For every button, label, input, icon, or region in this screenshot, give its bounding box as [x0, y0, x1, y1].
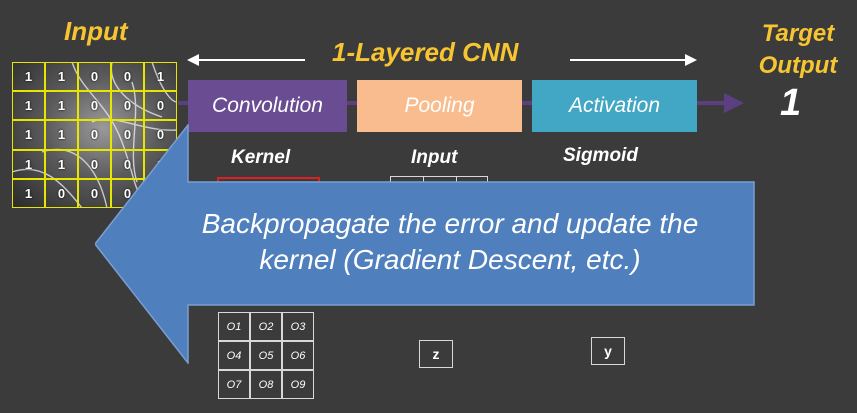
convolution-label: Convolution — [212, 94, 323, 117]
input-pixel-cell: 0 — [144, 120, 177, 150]
input-pixel-cell: 0 — [111, 62, 144, 92]
target-output-label: Target Output — [742, 18, 854, 82]
output-cell: O9 — [282, 370, 314, 399]
input-pixel-cell: 0 — [144, 91, 177, 121]
y-value-box: y — [591, 337, 625, 365]
output-cell: O2 — [250, 312, 282, 341]
input-pixel-cell: 0 — [78, 120, 111, 150]
output-cell: O5 — [250, 341, 282, 370]
z-value-box: z — [419, 340, 453, 368]
input-pixel-cell: 1 — [45, 62, 78, 92]
input-pixel-cell: 1 — [12, 91, 45, 121]
backprop-line2: kernel (Gradient Descent, etc.) — [259, 244, 641, 275]
input-pixel-cell: 0 — [78, 62, 111, 92]
backprop-message: Backpropagate the error and update the k… — [155, 206, 745, 278]
input-pixel-cell: 0 — [45, 178, 78, 208]
kernel-label: Kernel — [231, 147, 291, 168]
output-cell: O6 — [282, 341, 314, 370]
backprop-arrow — [95, 124, 755, 364]
pooling-label: Pooling — [404, 94, 475, 117]
cnn-title: 1-Layered CNN — [332, 37, 519, 67]
input-pixel-cell: 1 — [144, 62, 177, 92]
input-pixel-grid: 1100111000110001100110000 — [12, 62, 177, 208]
input-pixel-cell: 1 — [45, 149, 78, 179]
target-label-line2: Output — [758, 52, 838, 79]
convolution-box: Convolution — [188, 80, 347, 132]
input-label: Input — [64, 16, 128, 46]
pooling-box: Pooling — [357, 80, 522, 132]
sigmoid-label: Sigmoid — [563, 145, 638, 166]
input-pixel-cell: 0 — [111, 120, 144, 150]
input-pixel-cell: 1 — [45, 120, 78, 150]
backprop-line1: Backpropagate the error and update the — [201, 208, 699, 239]
input-image: 1100111000110001100110000 — [12, 62, 177, 208]
input-pixel-cell: 1 — [12, 178, 45, 208]
target-output-value: 1 — [780, 82, 802, 124]
target-label-line1: Target — [761, 20, 835, 47]
output-cell: O7 — [218, 370, 250, 399]
output-cell: O3 — [282, 312, 314, 341]
pooling-input-label: Input — [411, 147, 458, 168]
cnn-span-arrow — [187, 54, 697, 66]
activation-label: Activation — [568, 94, 661, 117]
input-pixel-cell: 1 — [12, 149, 45, 179]
output-cell: O1 — [218, 312, 250, 341]
input-pixel-cell: 0 — [78, 178, 111, 208]
input-pixel-cell: 0 — [78, 149, 111, 179]
input-pixel-cell: 0 — [111, 149, 144, 179]
input-pixel-cell: 0 — [111, 91, 144, 121]
output-cell: O8 — [250, 370, 282, 399]
activation-box: Activation — [532, 80, 697, 132]
input-pixel-cell: 0 — [78, 91, 111, 121]
input-pixel-cell: 1 — [12, 62, 45, 92]
output-cell: O4 — [218, 341, 250, 370]
input-pixel-cell: 1 — [45, 91, 78, 121]
input-pixel-cell: 1 — [12, 120, 45, 150]
